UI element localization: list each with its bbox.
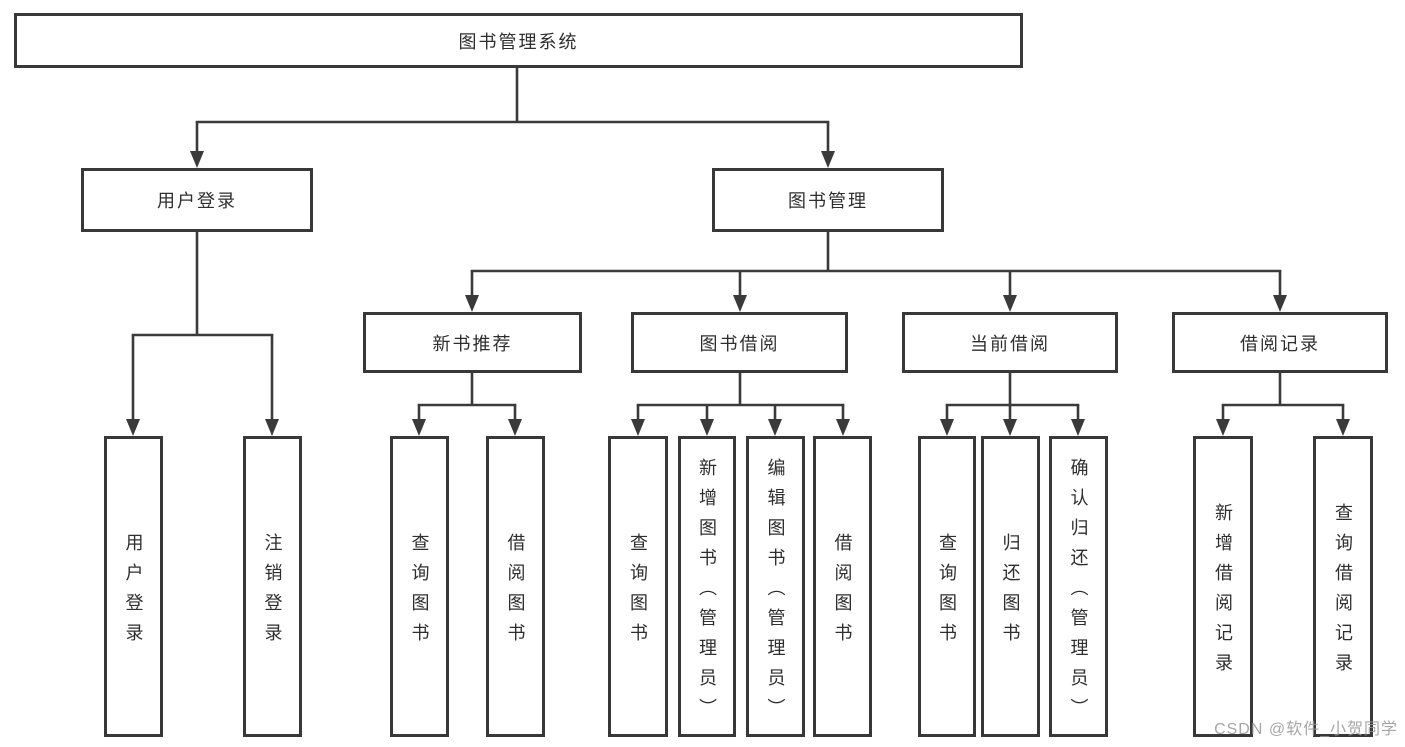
leaf-query-book-current-label: 查询图书 [937,532,957,653]
node-root-system-label: 图书管理系统 [458,31,579,52]
leaf-borrow-book-recommend: 借阅图书 [486,436,545,737]
arrowhead-icon [190,151,204,168]
leaf-query-borrow-record: 查询借阅记录 [1313,436,1373,737]
leaf-query-book-borrow: 查询图书 [608,436,668,737]
arrowhead-icon [940,419,954,436]
node-book-borrow: 图书借阅 [631,312,848,373]
leaf-query-book-recommend-label: 查询图书 [409,532,430,653]
arrowhead-icon [1071,419,1085,436]
leaf-query-book-borrow-label: 查询图书 [628,532,648,653]
arrowhead-icon [821,151,835,168]
leaf-return-book-label: 归还图书 [1000,532,1021,653]
leaf-logout: 注销登录 [243,436,302,737]
node-book-management: 图书管理 [712,168,944,232]
csdn-watermark: CSDN @软件_小贺同学 [1214,721,1398,738]
node-book-management-label: 图书管理 [788,191,868,211]
arrowhead-icon [1003,295,1017,312]
arrowhead-icon [508,419,522,436]
leaf-query-book-recommend: 查询图书 [390,436,449,737]
arrowhead-icon [700,419,714,436]
leaf-confirm-return-admin: 确认归还（管理员） [1049,436,1108,737]
arrowhead-icon [768,419,782,436]
arrowhead-icon [126,419,140,436]
node-borrow-records-label: 借阅记录 [1240,333,1320,354]
node-current-borrow: 当前借阅 [902,312,1118,373]
leaf-add-borrow-record-label: 新增借阅记录 [1213,502,1233,683]
node-borrow-records: 借阅记录 [1172,312,1388,373]
leaf-edit-book-admin-label: 编辑图书（管理员） [765,457,786,728]
arrowhead-icon [265,419,279,436]
node-root-system: 图书管理系统 [14,13,1023,68]
node-user-login-label: 用户登录 [157,191,237,211]
arrowhead-icon [1216,419,1230,436]
arrowhead-icon [1336,419,1350,436]
leaf-user-login-label: 用户登录 [123,532,144,653]
arrowhead-icon [733,295,747,312]
arrowhead-icon [1003,419,1017,436]
leaf-return-book: 归还图书 [981,436,1040,737]
leaf-logout-label: 注销登录 [262,532,283,653]
arrowhead-icon [465,295,479,312]
arrowhead-icon [412,419,426,436]
arrowhead-icon [1273,295,1287,312]
arrowhead-icon [631,419,645,436]
leaf-add-book-admin-label: 新增图书（管理员） [697,457,717,728]
node-book-borrow-label: 图书借阅 [699,333,780,354]
node-current-borrow-label: 当前借阅 [970,333,1050,354]
leaf-user-login: 用户登录 [104,436,163,737]
leaf-borrow-book-label: 借阅图书 [832,532,853,653]
leaf-borrow-book: 借阅图书 [813,436,872,737]
leaf-borrow-book-recommend-label: 借阅图书 [505,532,526,653]
leaf-confirm-return-admin-label: 确认归还（管理员） [1068,457,1089,728]
leaf-add-borrow-record: 新增借阅记录 [1193,436,1253,737]
leaf-query-borrow-record-label: 查询借阅记录 [1333,502,1353,683]
arrowhead-icon [836,419,850,436]
node-new-book-recommend-label: 新书推荐 [432,333,513,354]
node-new-book-recommend: 新书推荐 [363,312,582,373]
leaf-edit-book-admin: 编辑图书（管理员） [746,436,805,737]
leaf-add-book-admin: 新增图书（管理员） [678,436,736,737]
leaf-query-book-current: 查询图书 [918,436,976,737]
node-user-login: 用户登录 [81,168,313,232]
